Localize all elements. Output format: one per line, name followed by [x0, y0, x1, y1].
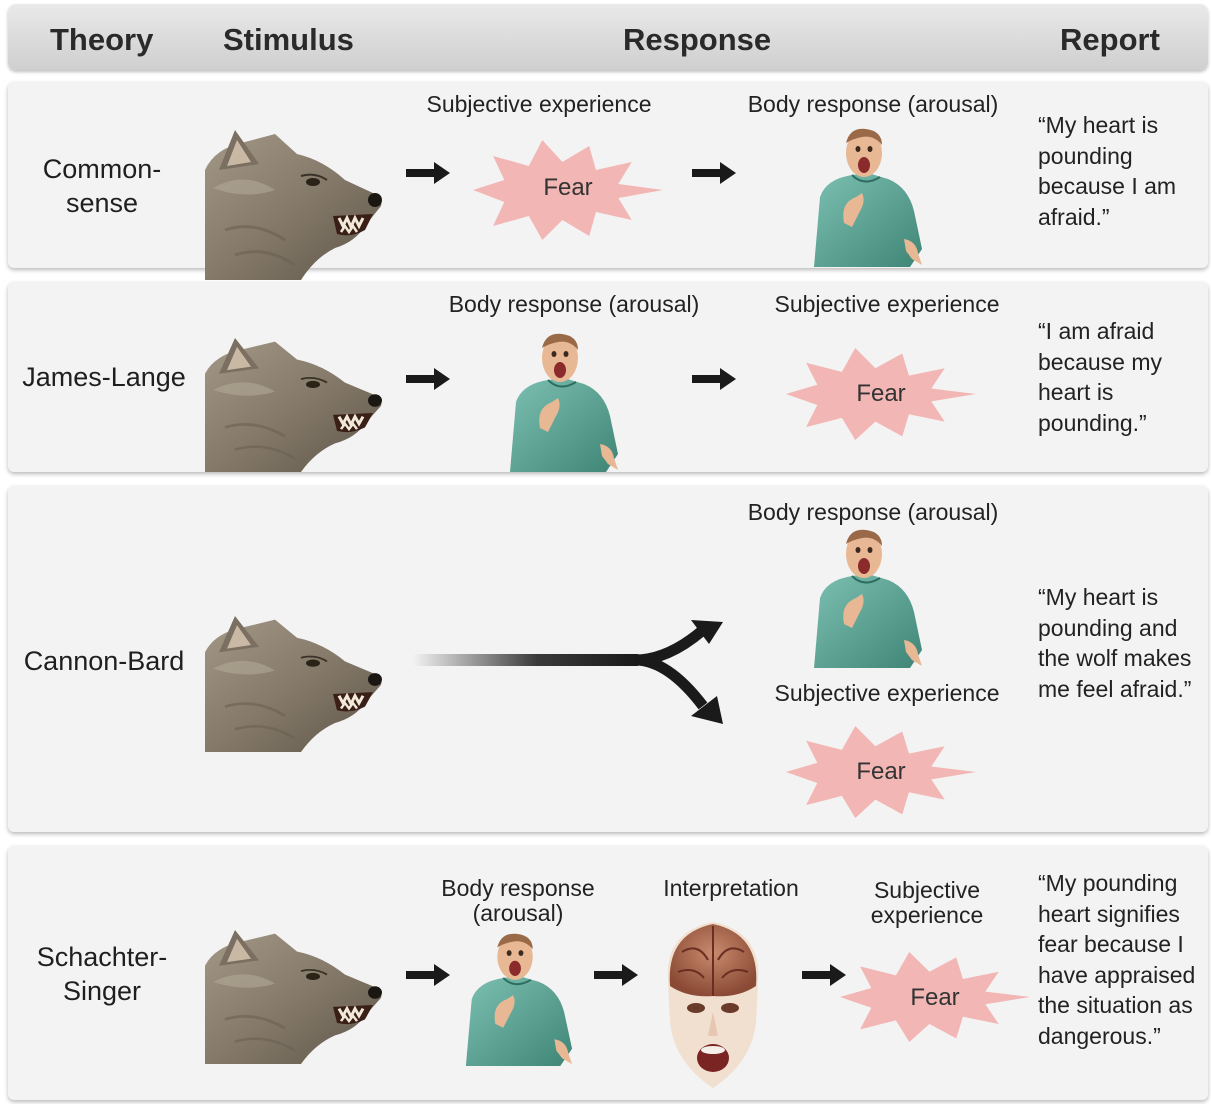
response-label-1: Body response (arousal) — [720, 500, 1026, 525]
header-stimulus: Stimulus — [223, 22, 354, 58]
brain-head-icon — [658, 912, 768, 1092]
frightened-person-icon — [806, 528, 926, 668]
interpretation-label: Interpretation — [638, 876, 824, 901]
header-response: Response — [623, 22, 771, 58]
arrow-right-icon — [406, 368, 452, 390]
theory-name: Common- sense — [20, 152, 184, 220]
wolf-head-icon — [205, 338, 385, 472]
response-label-1: Body response (arousal) — [423, 292, 725, 317]
report-quote: “My pounding heart signifies fear becaus… — [1038, 868, 1210, 1051]
arrow-right-icon — [406, 964, 452, 986]
fear-label: Fear — [786, 758, 976, 786]
response-label-2: Body response (arousal) — [720, 92, 1026, 117]
arrow-right-icon — [594, 964, 640, 986]
row-james-lange: James-Lange Body response (arousal) Subj… — [8, 282, 1208, 472]
wolf-head-icon — [205, 930, 385, 1064]
frightened-person-icon — [458, 932, 576, 1066]
arrow-right-icon — [692, 368, 738, 390]
branching-arrow-icon — [413, 614, 728, 724]
response-label-1: Body response (arousal) — [420, 876, 616, 926]
theory-name: James-Lange — [8, 360, 200, 394]
frightened-person-icon — [502, 332, 622, 472]
fear-label: Fear — [840, 984, 1030, 1012]
row-common-sense: Common- sense Subjective experience Fear… — [8, 82, 1208, 268]
header-theory: Theory — [50, 22, 153, 58]
wolf-head-icon — [205, 130, 385, 280]
fear-label: Fear — [473, 174, 663, 202]
theory-name: Cannon-Bard — [8, 644, 200, 678]
header-report: Report — [1060, 22, 1160, 58]
report-quote: “My heart is pounding and the wolf makes… — [1038, 582, 1210, 704]
frightened-person-icon — [806, 127, 926, 267]
arrow-right-icon — [692, 162, 738, 184]
wolf-head-icon — [205, 616, 385, 752]
header-bar: Theory Stimulus Response Report — [8, 4, 1208, 70]
response-label-2: Subjective experience — [844, 878, 1010, 928]
response-label-1: Subjective experience — [408, 92, 670, 117]
report-quote: “My heart is pounding because I am afrai… — [1038, 110, 1204, 232]
arrow-right-icon — [406, 162, 452, 184]
response-label-2: Subjective experience — [756, 681, 1018, 706]
response-label-2: Subjective experience — [756, 292, 1018, 317]
report-quote: “I am afraid because my heart is poundin… — [1038, 316, 1204, 438]
theory-name: Schachter- Singer — [20, 940, 184, 1008]
fear-label: Fear — [786, 380, 976, 408]
row-schachter-singer: Schachter- Singer Body response (arousal… — [8, 846, 1208, 1100]
row-cannon-bard: Cannon-Bard Body response (arousal) Subj… — [8, 486, 1208, 832]
